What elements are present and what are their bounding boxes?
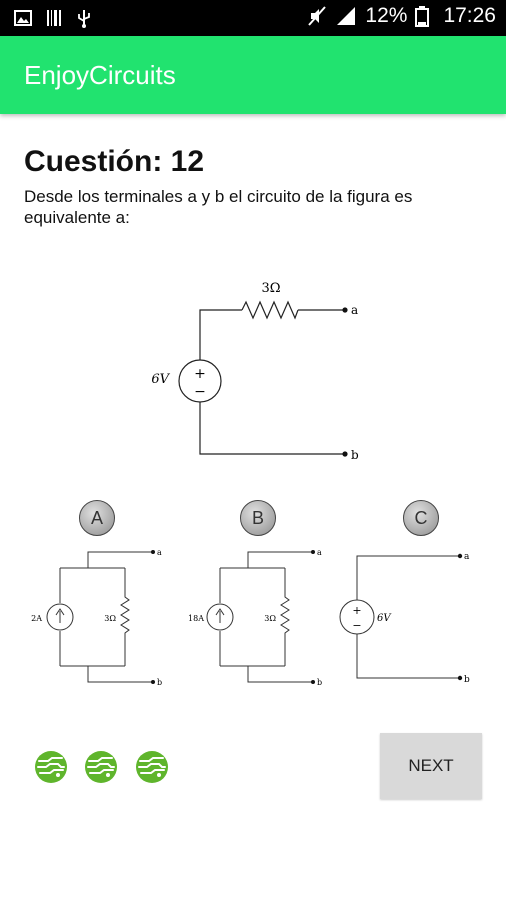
app-bar: EnjoyCircuits [0,36,506,114]
option-c-label: C [414,507,428,528]
main-terminal-b: b [351,448,359,462]
option-a-source-label: 2A [31,614,42,623]
option-c-button[interactable]: C [403,500,439,536]
image-notification-icon [14,10,32,26]
option-c-source-plus: + [352,604,361,617]
barcode-notification-icon [47,10,61,26]
signal-icon [337,7,356,25]
option-a-circuit[interactable]: 2A 3Ω a b [25,542,165,692]
option-a-terminal-b: b [157,678,162,687]
option-a-label: A [90,507,103,528]
notification-icons [14,8,92,28]
main-circuit-diagram: 3Ω 6V + − a b [130,270,370,470]
option-a-terminal-a: a [157,548,162,557]
main-resistor-label: 3Ω [261,281,280,296]
main-source-minus: − [194,384,206,400]
option-c-source-label: 6V [377,613,392,624]
option-c-terminal-a: a [464,552,470,562]
system-status: 12% 17:26 [307,4,496,28]
option-c-circuit[interactable]: + − 6V a b [330,542,480,692]
option-b-label: B [251,507,264,528]
circuit-board-icon [35,751,67,783]
option-b-resistor-label: 3Ω [264,614,276,623]
option-b-circuit[interactable]: 18A 3Ω a b [183,542,323,692]
circuit-board-icon [136,751,168,783]
option-b-terminal-a: a [317,548,322,557]
question-text: Desde los terminales a y b el circuito d… [24,187,413,227]
option-c-terminal-b: b [464,675,470,685]
status-bar: 12% 17:26 [0,0,506,36]
option-a-resistor-label: 3Ω [104,614,116,623]
option-a-button[interactable]: A [79,500,115,536]
question-title: Cuestión: 12 [24,145,205,178]
main-terminal-a: a [351,303,358,317]
mute-icon [308,6,327,26]
main-source-label: 6V [151,372,170,387]
option-b-source-label: 18A [188,614,204,623]
option-b-terminal-b: b [317,678,322,687]
option-b-button[interactable]: B [240,500,276,536]
clock: 17:26 [443,4,496,27]
next-button[interactable]: NEXT [380,733,482,799]
circuit-board-icon [85,751,117,783]
battery-icon [415,6,430,27]
main-source-plus: + [194,366,206,382]
battery-percent: 12% [365,4,408,27]
usb-icon [78,10,90,28]
app-title: EnjoyCircuits [24,60,176,90]
option-c-source-minus: − [352,619,361,632]
